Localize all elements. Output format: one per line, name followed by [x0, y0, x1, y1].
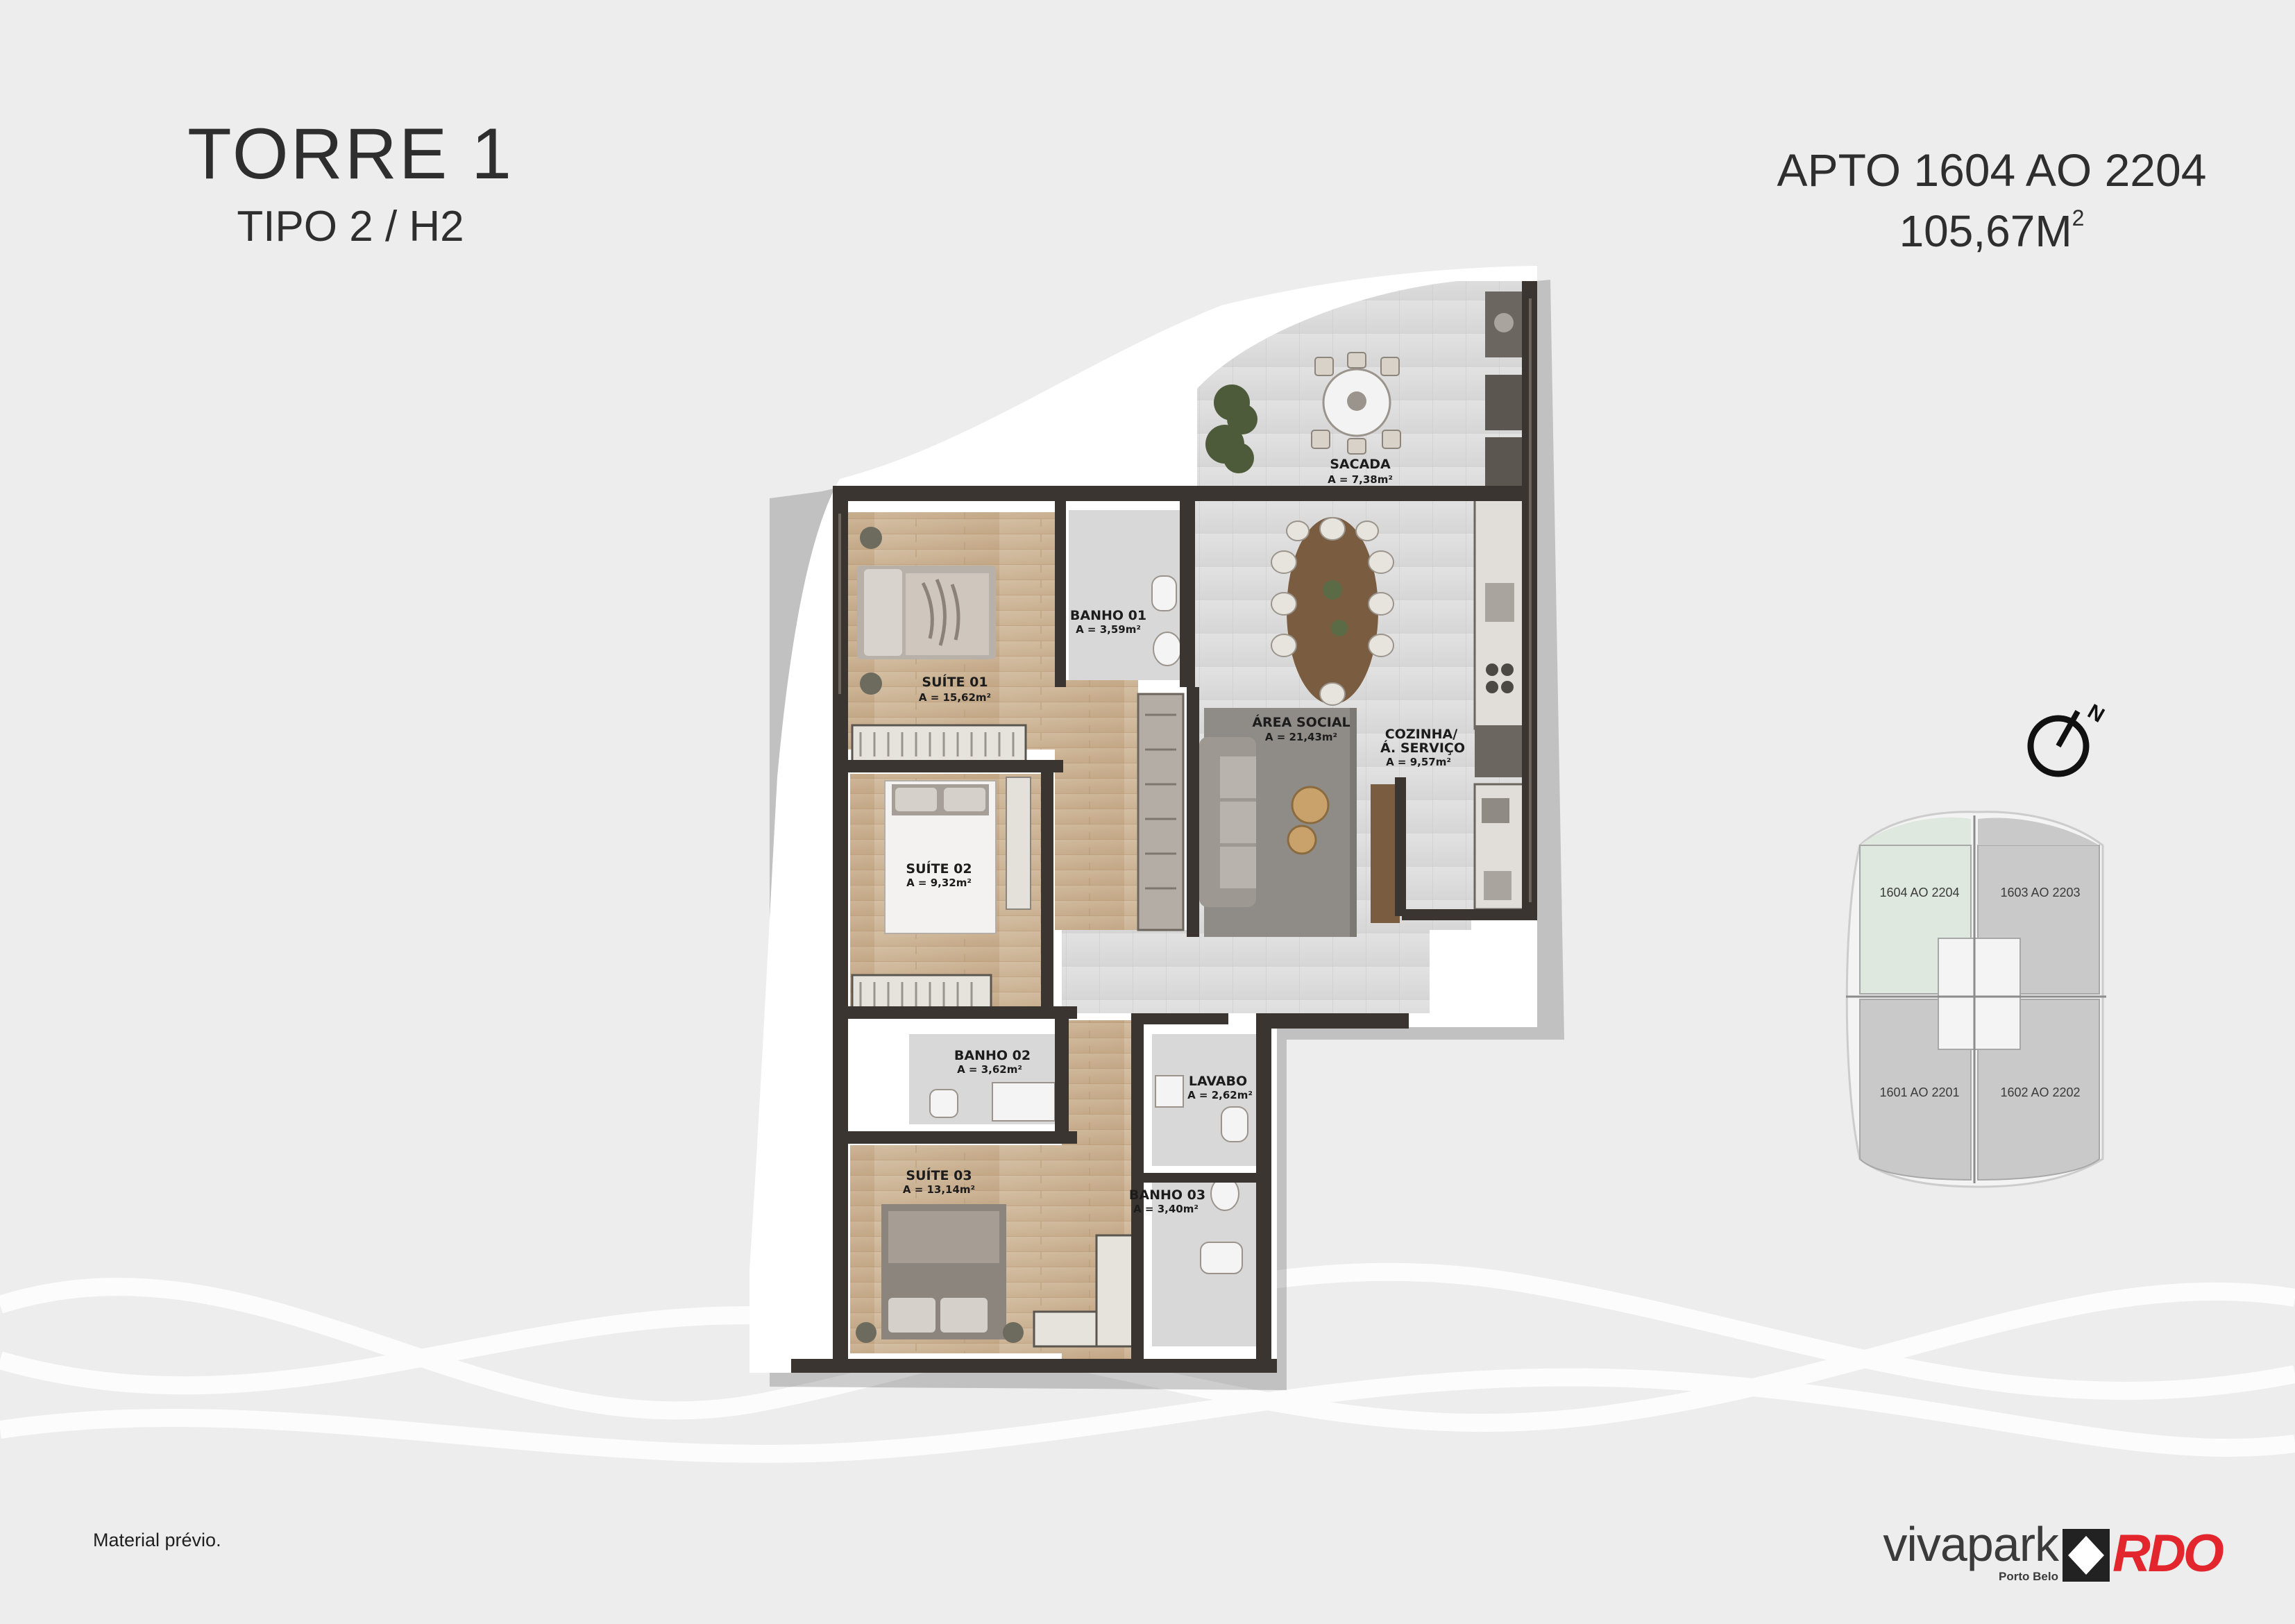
room-name-banho01: BANHO 01: [1070, 608, 1146, 623]
room-area-suite03: A = 13,14m²: [903, 1183, 975, 1196]
key-label-1603: 1603 AO 2203: [2000, 886, 2080, 899]
tower-heading: TORRE 1 TIPO 2 / H2: [0, 118, 701, 248]
room-name-cozinha-line1: COZINHA/: [1385, 727, 1457, 742]
rdo-logo: RDO: [2063, 1524, 2240, 1583]
room-area-cozinha: A = 9,57m²: [1386, 756, 1451, 768]
room-name-banho03: BANHO 03: [1129, 1187, 1205, 1203]
key-label-1604: 1604 AO 2204: [1879, 886, 1959, 899]
north-compass-icon: N: [2027, 700, 2108, 777]
room-name-area-social: ÁREA SOCIAL: [1252, 714, 1350, 730]
room-labels: SACADA A = 7,38m² SUÍTE 01 A = 15,62m² B…: [903, 457, 1465, 1215]
key-label-1602: 1602 AO 2202: [2000, 1085, 2080, 1099]
vivapark-logo-text: vivapark: [1883, 1517, 2059, 1571]
room-name-banho02: BANHO 02: [954, 1048, 1031, 1063]
room-name-lavabo: LAVABO: [1189, 1074, 1247, 1089]
walls: [791, 281, 1537, 1373]
apartment-range: APTO 1604 AO 2204: [1777, 144, 2207, 196]
apartment-heading: APTO 1604 AO 2204 105,67M2: [1721, 147, 2262, 253]
room-name-cozinha-line2: Á. SERVIÇO: [1380, 740, 1465, 756]
rdo-logo-text: RDO: [2112, 1524, 2224, 1583]
tower-title: TORRE 1: [187, 114, 514, 194]
compass-north-label: N: [2084, 700, 2108, 727]
apartment-area-superscript: 2: [2072, 205, 2085, 230]
room-area-lavabo: A = 2,62m²: [1187, 1089, 1253, 1101]
room-area-banho02: A = 3,62m²: [957, 1063, 1022, 1076]
apartment-area: 105,67M2: [1721, 207, 2262, 253]
room-name-suite03: SUÍTE 03: [906, 1167, 972, 1183]
room-area-banho01: A = 3,59m²: [1076, 623, 1141, 636]
disclaimer-note: Material prévio.: [93, 1530, 221, 1550]
room-name-sacada: SACADA: [1330, 457, 1391, 472]
room-area-suite01: A = 15,62m²: [919, 691, 991, 704]
rdo-diamond-icon: [2063, 1529, 2110, 1582]
room-area-banho03: A = 3,40m²: [1133, 1203, 1199, 1215]
key-label-1601: 1601 AO 2201: [1879, 1085, 1959, 1099]
room-area-area-social: A = 21,43m²: [1265, 731, 1337, 743]
windows: [838, 298, 1532, 902]
key-plan: 1604 AO 2204 1603 AO 2203 1601 AO 2201 1…: [1845, 811, 2106, 1188]
vivapark-location: Porto Belo: [1999, 1570, 2058, 1583]
room-name-suite01: SUÍTE 01: [922, 674, 988, 690]
room-name-suite02: SUÍTE 02: [906, 861, 972, 877]
room-area-suite02: A = 9,32m²: [906, 877, 972, 889]
apartment-area-value: 105,67M: [1899, 206, 2072, 256]
vivapark-logo: vivapark Porto Belo: [1857, 1517, 2059, 1584]
unit-type: TIPO 2 / H2: [237, 203, 464, 251]
room-area-sacada: A = 7,38m²: [1328, 473, 1393, 486]
